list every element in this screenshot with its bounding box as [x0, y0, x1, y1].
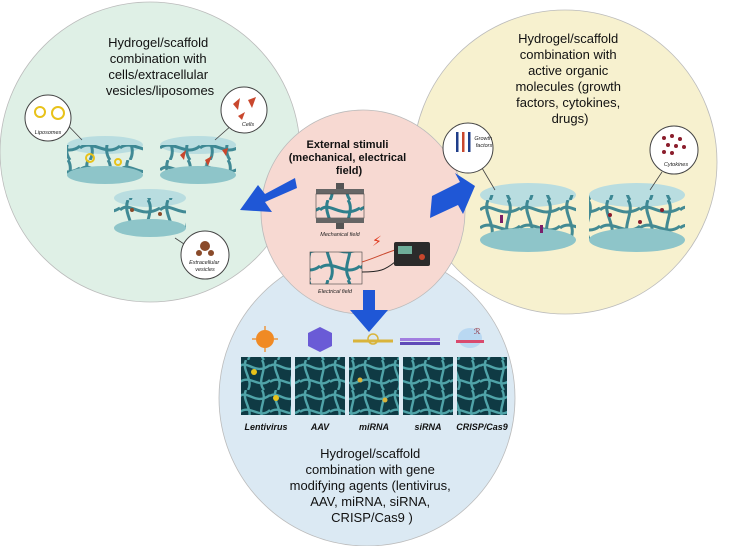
crispr-label: CRISP/Cas9 — [456, 422, 508, 432]
gene-agent-row: ℛ — [252, 326, 484, 352]
cytokine-scaffold — [589, 183, 685, 252]
sirna-icon — [400, 338, 440, 345]
gene-scaffold-panels — [241, 357, 507, 415]
ev-scaffold — [114, 189, 186, 237]
liposomes-callout: Liposomes — [24, 94, 83, 142]
svg-text:Electrical field: Electrical field — [318, 289, 353, 295]
liposome-scaffold — [67, 136, 143, 184]
crispr-icon: ℛ — [456, 327, 484, 348]
arrow-to-bottom — [350, 290, 388, 332]
electrical-field-figure: ⚡ Electrical field — [309, 234, 430, 295]
growth-factors-label: Growth factors — [474, 136, 493, 149]
ev-label: Extracellular vesicles — [189, 260, 221, 273]
cells-callout: Cells — [214, 86, 268, 141]
cytokines-callout: Cytokines — [649, 125, 699, 191]
ev-callout: Extracellular vesicles — [174, 230, 230, 280]
cell-scaffold — [160, 136, 236, 184]
crispr-scaffold — [457, 357, 507, 415]
arrow-to-top-left — [240, 178, 297, 212]
sirna-label: siRNA — [414, 422, 441, 432]
growth-factor-scaffold — [480, 183, 576, 252]
sirna-scaffold — [403, 357, 453, 415]
top-left-title: Hydrogel/scaffold combination with cells… — [106, 35, 215, 98]
arrow-to-top-right — [430, 173, 475, 218]
aav-scaffold — [295, 357, 345, 415]
mirna-label: miRNA — [359, 422, 389, 432]
lentivirus-icon — [252, 326, 278, 352]
gene-agent-labels: Lentivirus AAV miRNA siRNA CRISP/Cas9 — [244, 422, 507, 432]
aav-icon — [308, 327, 332, 352]
growth-factors-callout: Growth factors — [442, 122, 496, 191]
cells-label: Cells — [242, 122, 254, 128]
lightning-icon: ⚡ — [372, 234, 382, 250]
mirna-scaffold — [349, 357, 399, 415]
cytokines-label: Cytokines — [664, 162, 688, 168]
lentivirus-label: Lentivirus — [244, 422, 287, 432]
mechanical-field-figure: Mechanical field — [315, 183, 365, 238]
svg-text:ℛ: ℛ — [474, 327, 481, 336]
liposomes-label: Liposomes — [35, 130, 62, 136]
svg-text:Mechanical field: Mechanical field — [320, 232, 360, 238]
mirna-icon — [353, 333, 393, 345]
aav-label: AAV — [310, 422, 330, 432]
bottom-title: Hydrogel/scaffold combination with gene … — [290, 446, 455, 525]
top-right-title: Hydrogel/scaffold combination with activ… — [515, 31, 624, 126]
center-title: External stimuli (mechanical, electrical… — [289, 139, 409, 177]
lentivirus-scaffold — [241, 357, 291, 415]
